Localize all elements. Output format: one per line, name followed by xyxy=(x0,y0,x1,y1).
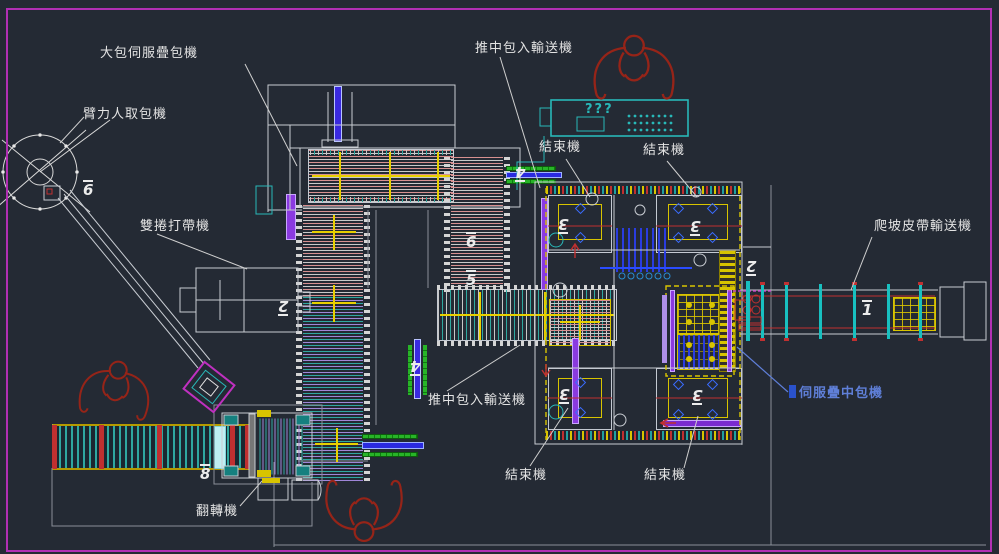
complex-red-accents xyxy=(541,225,751,428)
balloon-right-side: 2 xyxy=(746,257,757,276)
complex-bolt-diamonds xyxy=(574,202,719,421)
label-servo-mid-stacker: 伺服疊中包機 xyxy=(799,386,884,401)
roller-divider xyxy=(157,425,162,469)
label-double-strapper: 雙捲打帶機 xyxy=(140,219,211,234)
balloon-corner-tr: 3 xyxy=(690,217,701,236)
vertical-conveyor-lower xyxy=(303,297,363,482)
label-push-infeed-top: 推中包入輸送機 xyxy=(475,41,574,56)
control-panel xyxy=(516,99,689,190)
balloon-corner-bl: 3 xyxy=(559,385,570,404)
top-structure xyxy=(255,84,521,215)
label-climbing-belt: 爬坡皮帶輸送機 xyxy=(874,219,973,234)
balloon-strapper-machine: 2 xyxy=(278,297,289,316)
label-strapper-top-right: 結束機 xyxy=(643,143,686,158)
double-strapper-machine xyxy=(179,267,311,333)
balloon-circle-machine: 6 xyxy=(83,180,94,199)
balloon-flip-conveyor: 8 xyxy=(200,464,211,483)
pusher4-bottom-bar xyxy=(414,339,421,399)
balloon-pusher-bottom: 4 xyxy=(410,357,421,376)
vertical-conveyor-rail-left xyxy=(296,205,302,482)
roller-divider xyxy=(245,425,250,469)
blue-leader-line xyxy=(736,346,789,393)
balloon-corner-tl: 3 xyxy=(558,215,569,234)
label-strapper-bottom-left: 結束機 xyxy=(505,468,548,483)
top-stacker-edge-top xyxy=(310,150,452,155)
balloon-conveyor-lower: 5 xyxy=(466,270,477,289)
top-pusher-vertical xyxy=(334,86,342,142)
balloon-climb-belt: 1 xyxy=(862,300,873,319)
label-push-infeed-bottom: 推中包入輸送機 xyxy=(428,393,527,408)
flipper-machine xyxy=(221,410,322,501)
vertical-conveyor-rail-right xyxy=(364,205,370,482)
complex-left-slide-lower xyxy=(572,338,579,424)
panel-display-text: ??? xyxy=(585,102,614,117)
strapper-tr-inner xyxy=(668,204,728,240)
top-stacker-edge-bottom xyxy=(310,197,452,202)
stacker-grid-upper xyxy=(677,294,727,334)
stacker-hubs xyxy=(686,302,715,362)
strapper-machine-tl xyxy=(548,195,612,253)
pusher4-bottom-rail-b xyxy=(423,345,427,395)
balloon-pusher-top: 4 xyxy=(515,163,526,182)
right-vertical-conveyor-rail-r xyxy=(504,157,510,292)
roller-divider xyxy=(99,425,104,469)
flipper-pusher-bar xyxy=(362,442,424,449)
arm-picker-robot xyxy=(0,119,111,213)
label-flipper: 翻轉機 xyxy=(196,504,239,519)
right-vertical-conveyor xyxy=(451,157,503,290)
blue-label-marker xyxy=(789,385,796,398)
label-strapper-top-left: 結束機 xyxy=(539,140,582,155)
comb-hooks xyxy=(618,272,671,280)
mid-conveyor-edge-bottom xyxy=(437,341,617,346)
stacker-lavender-rail xyxy=(662,295,667,363)
complex-top-strip xyxy=(546,186,742,194)
strapper-complex-frame xyxy=(534,181,743,445)
drawing-border xyxy=(6,8,992,552)
mid-conveyor-edge-top xyxy=(437,285,617,290)
conveyor-center-marks xyxy=(312,152,614,462)
leader-lines xyxy=(59,56,873,507)
balloon-conveyor-upper: 6 xyxy=(466,232,477,251)
roller-divider xyxy=(230,425,235,469)
right-vertical-conveyor-rail-l xyxy=(444,157,450,292)
label-big-bag-servo-stacker: 大包伺服疊包機 xyxy=(100,46,199,61)
roller-divider xyxy=(52,425,57,469)
complex-left-slide-upper xyxy=(541,198,548,290)
stacker-rail-left xyxy=(670,290,675,372)
pusher4-top-bar xyxy=(506,172,562,178)
gravity-chute xyxy=(57,189,236,414)
label-strapper-bottom-right: 結束機 xyxy=(644,468,687,483)
label-arm-picker: 臂力人取包機 xyxy=(83,107,168,122)
complex-bottom-strip xyxy=(546,431,742,440)
top-left-chute xyxy=(286,194,296,240)
belt-drive-box xyxy=(893,297,936,331)
pusher4-top-rail-a xyxy=(506,166,556,171)
balloon-corner-br: 3 xyxy=(692,386,703,405)
pusher4-bottom-rail-a xyxy=(408,345,412,395)
climbing-belt-conveyor xyxy=(728,246,987,341)
flipper-pusher-rail-a xyxy=(362,434,418,439)
flipper-pusher-rail-b xyxy=(362,452,418,457)
stacker-grid-lower xyxy=(677,334,727,370)
